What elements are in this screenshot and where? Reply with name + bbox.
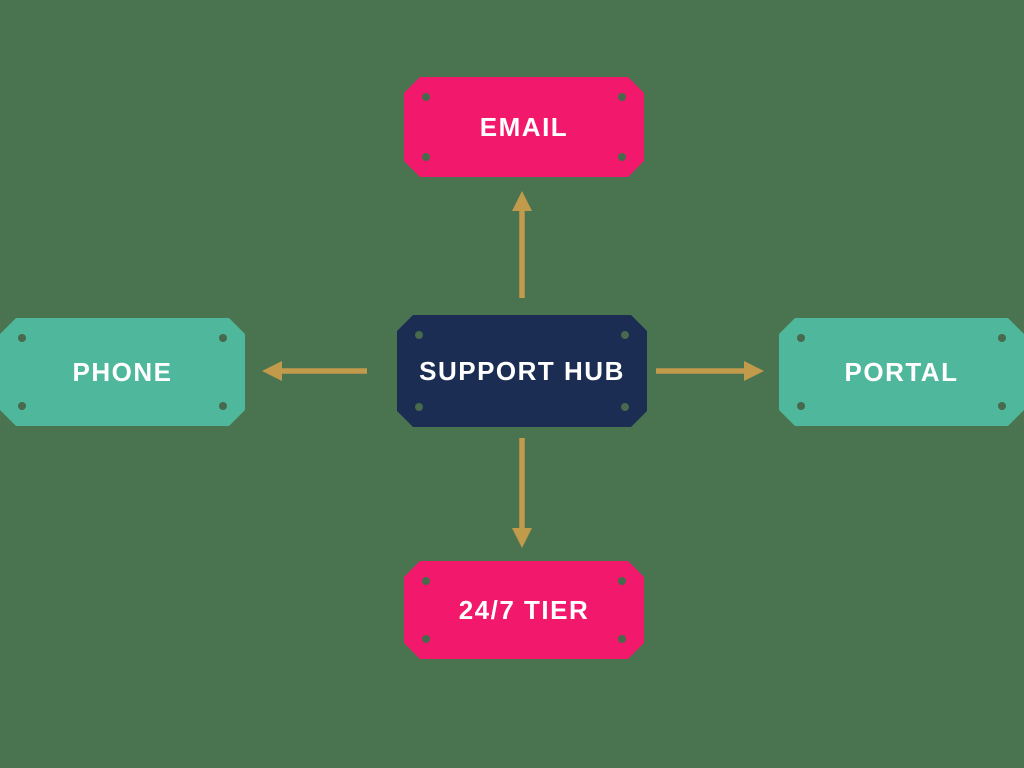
screw-dot-icon — [18, 402, 26, 410]
screw-dot-icon — [998, 402, 1006, 410]
node-phone: PHONE — [0, 318, 245, 426]
screw-dot-icon — [18, 334, 26, 342]
arrow-hub-to-phone — [262, 361, 367, 381]
node-support-hub: SUPPORT HUB — [397, 315, 647, 427]
screw-dot-icon — [618, 93, 626, 101]
screw-dot-icon — [219, 402, 227, 410]
arrow-hub-to-tier — [512, 438, 532, 548]
screw-dot-icon — [621, 331, 629, 339]
screw-dot-icon — [422, 153, 430, 161]
node-portal: PORTAL — [779, 318, 1024, 426]
screw-dot-icon — [618, 577, 626, 585]
screw-dot-icon — [422, 577, 430, 585]
node-email: EMAIL — [404, 77, 644, 177]
arrow-hub-to-email — [512, 191, 532, 298]
screw-dot-icon — [618, 153, 626, 161]
screw-dot-icon — [415, 331, 423, 339]
node-email-label: EMAIL — [479, 111, 569, 142]
screw-dot-icon — [797, 402, 805, 410]
node-24-7-tier: 24/7 TIER — [404, 561, 644, 659]
node-24-7-tier-label: 24/7 TIER — [458, 594, 590, 625]
screw-dot-icon — [219, 334, 227, 342]
screw-dot-icon — [415, 403, 423, 411]
screw-dot-icon — [797, 334, 805, 342]
screw-dot-icon — [422, 93, 430, 101]
screw-dot-icon — [621, 403, 629, 411]
node-support-hub-label: SUPPORT HUB — [419, 355, 625, 386]
node-portal-label: PORTAL — [844, 356, 959, 387]
screw-dot-icon — [998, 334, 1006, 342]
node-phone-label: PHONE — [72, 356, 173, 387]
arrow-hub-to-portal — [656, 361, 764, 381]
screw-dot-icon — [422, 635, 430, 643]
screw-dot-icon — [618, 635, 626, 643]
